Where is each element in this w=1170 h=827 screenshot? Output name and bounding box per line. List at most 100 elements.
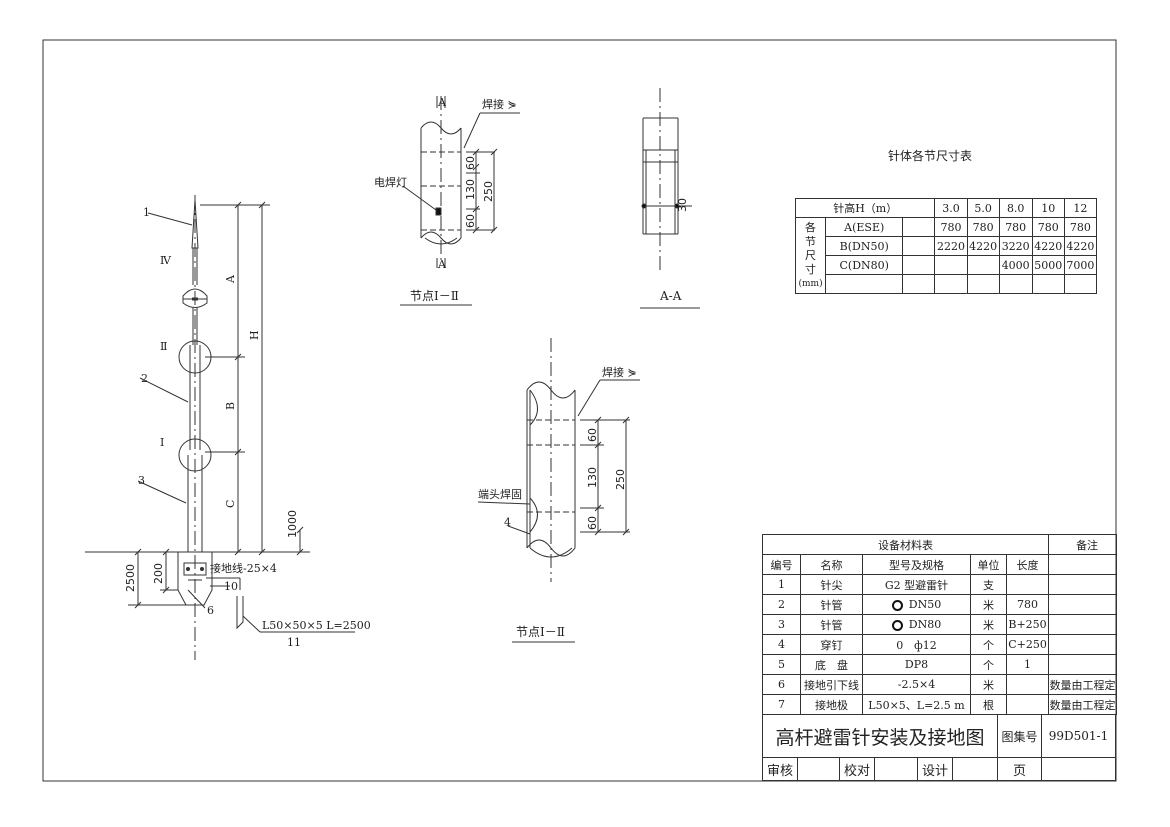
pipe-ring-icon — [891, 599, 903, 611]
material-row: 3 针管 DN80 米 B+250 — [762, 614, 1118, 635]
material-row: 1 针尖 G2 型避雷针 支 — [762, 574, 1118, 595]
material-header: 型号及规格 — [862, 554, 971, 575]
material-no: 2 — [762, 594, 801, 615]
callout-10: 10 — [224, 580, 238, 593]
detail-bottom-caption: 节点Ⅰ－Ⅱ — [516, 625, 565, 639]
size-cell — [966, 255, 1000, 275]
size-cell — [902, 236, 936, 256]
review-label: 审核 — [762, 757, 798, 781]
drawing-title: 高杆避雷针安装及接地图 — [762, 714, 998, 758]
detail-top-dim-250: 250 — [482, 181, 495, 202]
side-char: 寸 — [805, 262, 817, 276]
material-name: 穿钉 — [800, 634, 863, 655]
size-cell: 780 — [1031, 217, 1065, 237]
material-header: 名称 — [800, 554, 863, 575]
material-spec: -2.5×4 — [862, 674, 971, 695]
size-cell: 5000 — [1031, 255, 1065, 275]
size-cell — [902, 217, 936, 237]
material-name: 针管 — [800, 614, 863, 635]
size-table-height: 10 — [1031, 198, 1065, 218]
dim-a-label: A — [224, 274, 237, 284]
section-aa-caption: A-A — [659, 289, 682, 303]
size-cell: 780 — [1063, 217, 1098, 237]
material-row: 2 针管 DN50 米 780 — [762, 594, 1118, 615]
dim-b-label: B — [224, 402, 237, 410]
atlas-label: 图集号 — [997, 714, 1042, 758]
material-unit: 根 — [970, 694, 1007, 715]
material-name: 针管 — [800, 594, 863, 615]
page-label: 页 — [997, 757, 1042, 781]
material-spec: DN80 — [862, 614, 971, 635]
material-unit: 支 — [970, 574, 1007, 595]
detail-top-dim-60b: 60 — [464, 214, 477, 228]
material-spec: DP8 — [862, 654, 971, 675]
material-no: 5 — [762, 654, 801, 675]
material-spec-text: DN80 — [908, 618, 942, 631]
size-cell — [934, 255, 968, 275]
size-cell — [1031, 274, 1065, 294]
material-no: 6 — [762, 674, 801, 695]
material-length: C+250 — [1005, 634, 1050, 655]
roman-i: Ⅰ — [160, 436, 164, 449]
size-cell — [902, 255, 936, 275]
material-length — [1005, 694, 1050, 715]
size-table-title: 针体各节尺寸表 — [888, 149, 973, 163]
detail-top-caption: 节点Ⅰ－Ⅱ — [410, 289, 459, 303]
material-name: 接地极 — [800, 694, 863, 715]
detail-bottom-dim-60a: 60 — [586, 428, 599, 442]
size-cell: 3220 — [998, 236, 1033, 256]
material-remark: 数量由工程定 — [1048, 694, 1118, 715]
material-name: 接地引下线 — [800, 674, 863, 695]
plug-label: 端头焊固 — [478, 487, 522, 501]
section-mark-bottom: A — [437, 258, 447, 271]
material-row: 7 接地极 L50×5、L=2.5 m 根 数量由工程定 — [762, 694, 1118, 715]
size-table-height: 3.0 — [934, 198, 968, 218]
material-table-remark-header: 备注 — [1048, 534, 1118, 555]
size-cell: 2220 — [934, 236, 968, 256]
material-length: 780 — [1005, 594, 1050, 615]
material-row: 4 穿钉 0 ф12 个 C+250 — [762, 634, 1118, 655]
size-row-name: C(DN80) — [825, 255, 904, 275]
detail-bottom-view — [477, 338, 640, 643]
material-name: 底 盘 — [800, 654, 863, 675]
callout-3: 3 — [138, 474, 145, 487]
material-header — [1048, 554, 1118, 575]
section-mark-top: A — [437, 96, 447, 109]
material-spec: 0 ф12 — [862, 634, 971, 655]
detail-top-dim-130: 130 — [464, 179, 477, 200]
side-char: 节 — [805, 234, 817, 248]
main-elevation-view — [85, 195, 355, 660]
size-cell: 4220 — [1063, 236, 1098, 256]
callout-2: 2 — [141, 372, 148, 385]
roman-iv: Ⅳ — [160, 254, 172, 267]
material-spec: G2 型避雷针 — [862, 574, 971, 595]
material-spec: DN50 — [862, 594, 971, 615]
callout-1: 1 — [143, 206, 150, 219]
size-cell — [902, 274, 936, 294]
size-table-header-label: 针高H（m） — [794, 198, 936, 218]
material-table-title: 设备材料表 — [761, 534, 1050, 555]
size-row-name: B(DN50) — [825, 236, 904, 256]
size-cell: 780 — [966, 217, 1000, 237]
drawing-frame — [42, 39, 1117, 782]
section-aa-labels: 30 A-A — [659, 198, 689, 303]
material-spec: L50×5、L=2.5 m — [862, 694, 971, 715]
callout-6: 6 — [207, 604, 214, 617]
size-cell — [966, 274, 1000, 294]
angle-steel-label: L50×50×5 L=2500 — [262, 619, 371, 632]
check-field — [874, 757, 918, 781]
detail-top-labels: A A 焊接 ⋟ 电焊灯 60 130 60 250 节点Ⅰ－Ⅱ — [374, 96, 517, 303]
size-cell: 4000 — [998, 255, 1033, 275]
page-field — [1041, 757, 1116, 781]
material-remark — [1048, 654, 1118, 675]
size-table-height: 12 — [1063, 198, 1098, 218]
material-header: 长度 — [1005, 554, 1050, 575]
dim-200-label: 200 — [152, 563, 165, 584]
size-cell — [934, 274, 968, 294]
pipe-ring-icon — [891, 619, 903, 631]
material-unit: 米 — [970, 674, 1007, 695]
detail-top-view — [400, 96, 520, 306]
side-char: 尺 — [805, 248, 817, 262]
material-length — [1005, 674, 1050, 695]
detail-top-dim-60a: 60 — [464, 156, 477, 170]
